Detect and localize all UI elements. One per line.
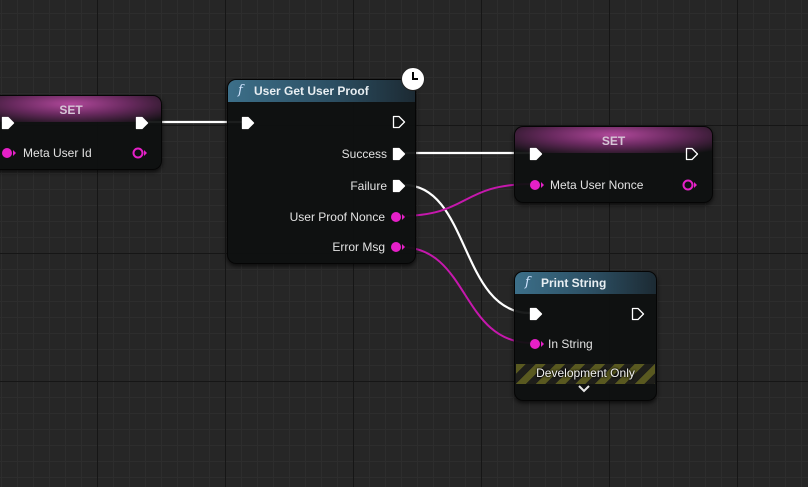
exec-in-pin[interactable] [241,116,255,130]
exec-in-pin[interactable] [529,307,543,321]
failure-exec-out-pin[interactable] [392,179,406,193]
development-only-label: Development Only [536,366,635,380]
print-string-node[interactable]: f Print String In String Development Onl… [514,271,657,401]
string-wire-error-to-print [399,246,533,344]
meta-user-id-out-pin[interactable] [132,147,148,159]
success-label: Success [341,147,387,161]
set-node-meta-user-id[interactable]: SET Meta User Id [0,95,162,170]
chevron-down-icon[interactable] [577,384,591,394]
meta-user-id-in-pin[interactable] [1,147,17,159]
function-node-title: User Get User Proof [254,84,369,98]
in-string-pin[interactable] [529,338,545,350]
function-node-header[interactable]: f Print String [515,272,656,294]
exec-out-pin[interactable] [392,115,406,129]
clock-icon [401,67,425,91]
function-f-icon: f [525,275,530,290]
in-string-label: In String [548,337,593,351]
failure-label: Failure [350,179,387,193]
string-wire-nonce-to-set [399,183,533,217]
error-msg-label: Error Msg [332,240,385,254]
exec-out-pin[interactable] [685,147,699,161]
function-f-icon: f [238,83,243,98]
set-node-title: SET [601,134,626,148]
exec-wire-failure-to-print [403,183,531,315]
exec-in-pin[interactable] [529,147,543,161]
meta-user-nonce-label: Meta User Nonce [550,178,644,192]
set-node-header[interactable]: SET [515,127,712,153]
function-node-header[interactable]: f User Get User Proof [228,80,415,102]
set-node-meta-user-nonce[interactable]: SET Meta User Nonce [514,126,713,203]
user-proof-nonce-out-pin[interactable] [390,211,406,223]
exec-in-pin[interactable] [1,116,15,130]
meta-user-nonce-out-pin[interactable] [682,179,698,191]
meta-user-id-label: Meta User Id [23,146,92,160]
set-node-title: SET [59,103,83,117]
set-node-header[interactable]: SET [0,96,161,122]
exec-out-pin[interactable] [135,116,149,130]
user-proof-nonce-label: User Proof Nonce [289,210,385,224]
exec-out-pin[interactable] [631,307,645,321]
function-node-title: Print String [541,276,607,290]
success-exec-out-pin[interactable] [392,147,406,161]
user-get-user-proof-node[interactable]: f User Get User Proof Success Failure Us… [227,79,416,264]
error-msg-out-pin[interactable] [390,241,406,253]
meta-user-nonce-in-pin[interactable] [529,179,545,191]
development-only-banner: Development Only [516,364,655,384]
